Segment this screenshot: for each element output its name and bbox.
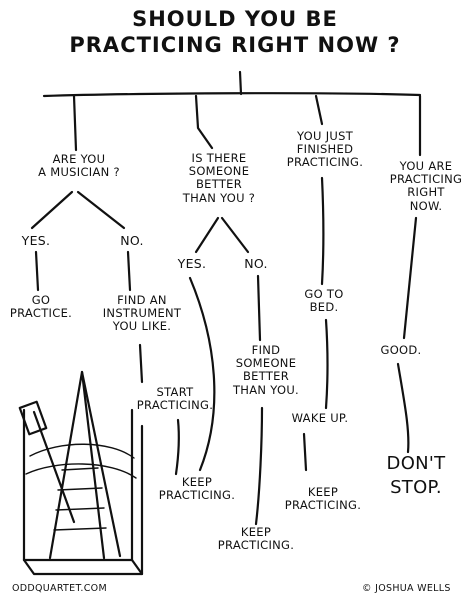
b3-question: YOU JUST FINISHED PRACTICING.	[286, 129, 364, 170]
b1-start-down	[174, 418, 180, 476]
b1-yes-down	[34, 250, 40, 292]
b3-wake-up: WAKE UP.	[291, 411, 349, 425]
top-bar	[42, 92, 422, 98]
b2-keep-practicing: KEEP PRACTICING.	[217, 525, 295, 553]
author-credit: © JOSHUA WELLS	[362, 583, 451, 594]
b2-yes-label: YES.	[177, 256, 207, 271]
metronome-icon	[18, 370, 144, 576]
b1-yes-label: YES.	[21, 233, 51, 248]
b3-drop	[314, 94, 324, 126]
b1-find-instrument: FIND AN INSTRUMENT YOU LIKE.	[102, 293, 182, 334]
b2-split-no	[220, 216, 250, 254]
b1-instrument-down	[138, 343, 144, 384]
b2-no-down	[256, 274, 262, 342]
b1-keep-practicing: KEEP PRACTICING.	[158, 475, 236, 503]
b2-drop	[194, 94, 214, 150]
title-stem	[238, 70, 243, 96]
b4-good: GOOD.	[380, 343, 422, 357]
b1-start-practicing: START PRACTICING.	[136, 385, 214, 413]
b3-wake-down	[302, 432, 308, 472]
b1-question: ARE YOU A MUSICIAN ?	[38, 152, 120, 180]
b1-go-practice: GO PRACTICE.	[9, 293, 73, 321]
b2-find-someone: FIND SOMEONE BETTER THAN YOU.	[232, 343, 300, 397]
b1-no-label: NO.	[120, 233, 144, 248]
b4-question: YOU ARE PRACTICING RIGHT NOW.	[389, 159, 463, 213]
b3-down	[320, 176, 325, 286]
b3-go-to-bed: GO TO BED.	[304, 287, 344, 315]
b2-yes-curve	[188, 276, 216, 472]
b1-split-yes	[30, 190, 74, 230]
b2-question: IS THERE SOMEONE BETTER THAN YOU ?	[182, 151, 256, 205]
b3-bed-down	[324, 318, 329, 410]
b2-no-label: NO.	[244, 256, 268, 271]
b4-good-down	[396, 362, 410, 454]
b4-dont-stop: DON'T STOP.	[386, 453, 446, 499]
b1-drop	[72, 94, 78, 152]
b2-find-down	[254, 406, 264, 526]
b3-keep-practicing: KEEP PRACTICING.	[284, 485, 362, 513]
b4-down	[402, 216, 418, 340]
b2-split-yes	[194, 216, 220, 254]
b1-split-no	[76, 190, 126, 230]
page-title: SHOULD YOU BE PRACTICING RIGHT NOW ?	[69, 7, 401, 58]
b1-no-down	[126, 250, 132, 292]
site-credit: ODDQUARTET.COM	[12, 583, 107, 594]
